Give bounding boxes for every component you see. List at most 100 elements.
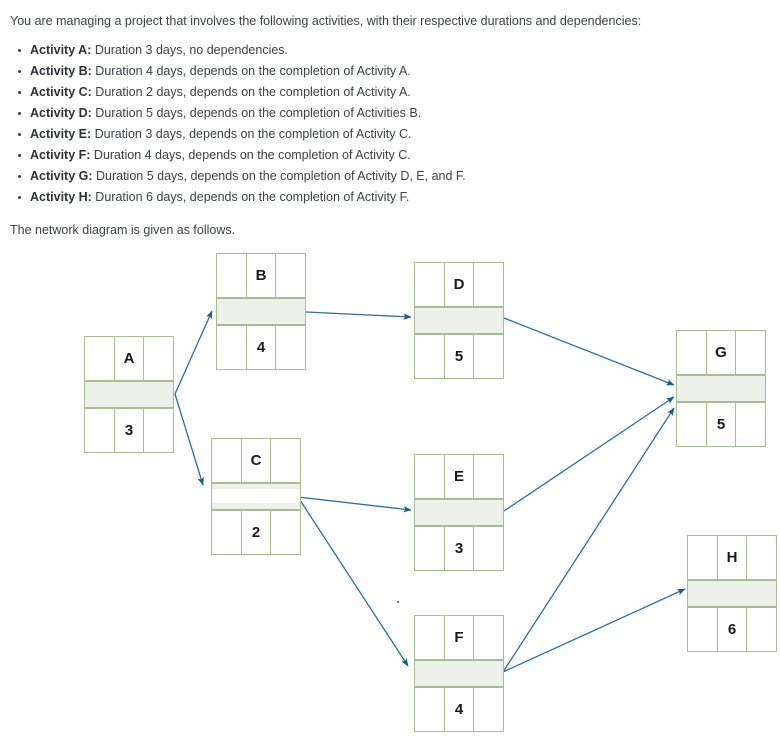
- node-mid-band: [414, 306, 504, 335]
- node-top-row: H: [687, 535, 778, 579]
- node-cell-empty: [271, 511, 302, 555]
- node-top-row: E: [414, 454, 505, 498]
- node-cell-empty: [216, 326, 247, 370]
- edge-layer: [174, 310, 686, 673]
- node-cell-empty: [211, 438, 242, 482]
- activity-detail: Duration 3 days, depends on the completi…: [91, 126, 412, 141]
- node-cell-empty: [474, 688, 505, 732]
- node-label: D: [444, 262, 475, 306]
- node-bottom-row: 4: [216, 326, 307, 370]
- node-top-row: A: [84, 336, 175, 380]
- node-cell-empty: [216, 253, 247, 297]
- activity-name: Activity A:: [30, 42, 92, 57]
- node-duration: 2: [241, 511, 272, 555]
- node-label: B: [246, 253, 277, 297]
- activity-detail: Duration 6 days, depends on the completi…: [91, 189, 410, 204]
- list-item: Activity C: Duration 2 days, depends on …: [18, 83, 780, 104]
- edge-c-to-f: [297, 496, 409, 667]
- node-cell-empty: [144, 336, 175, 380]
- list-item: Activity G: Duration 5 days, depends on …: [18, 167, 780, 188]
- node-bottom-row: 2: [211, 511, 302, 555]
- intro-paragraph: You are managing a project that involves…: [10, 14, 642, 28]
- node-cell-empty: [687, 608, 718, 652]
- node-bottom-row: 5: [414, 335, 505, 379]
- activity-name: Activity F:: [30, 147, 91, 162]
- node-cell-empty: [676, 403, 707, 447]
- node-cell-empty: [474, 335, 505, 379]
- node-top-row: D: [414, 262, 505, 306]
- list-item: Activity B: Duration 4 days, depends on …: [18, 62, 780, 83]
- node-bottom-row: 3: [414, 527, 505, 571]
- node-cell-empty: [676, 330, 707, 374]
- list-item: Activity A: Duration 3 days, no dependen…: [18, 41, 780, 62]
- activity-detail: Duration 4 days, depends on the completi…: [90, 147, 411, 162]
- edge-a-to-b: [174, 310, 213, 395]
- node-cell-empty: [414, 335, 445, 379]
- node-bottom-row: 6: [687, 608, 778, 652]
- node-label: A: [114, 336, 145, 380]
- outro-paragraph: The network diagram is given as follows.: [10, 222, 236, 237]
- node-cell-empty: [414, 454, 445, 498]
- node-duration: 3: [444, 527, 475, 571]
- activity-name: Activity G:: [30, 168, 93, 183]
- list-item: Activity D: Duration 5 days, depends on …: [18, 104, 780, 125]
- node-mid-band: [414, 659, 504, 688]
- list-item: Activity E: Duration 3 days, depends on …: [18, 125, 780, 146]
- node-top-row: B: [216, 253, 307, 297]
- activity-name: Activity C:: [30, 84, 92, 99]
- node-cell-empty: [276, 326, 307, 370]
- activity-name: Activity B:: [30, 63, 92, 78]
- activity-detail: Duration 4 days, depends on the completi…: [91, 63, 411, 78]
- activity-list: Activity A: Duration 3 days, no dependen…: [0, 41, 780, 209]
- node-label: H: [717, 535, 748, 579]
- node-cell-empty: [414, 527, 445, 571]
- edge-f-to-g: [502, 407, 675, 673]
- node-cell-empty: [414, 688, 445, 732]
- node-cell-empty: [747, 608, 778, 652]
- node-cell-empty: [84, 409, 115, 453]
- activity-name: Activity H:: [30, 189, 92, 204]
- activity-detail: Duration 5 days, depends on the completi…: [92, 168, 466, 183]
- node-cell-empty: [211, 511, 242, 555]
- node-cell-empty: [414, 615, 445, 659]
- node-cell-empty: [687, 535, 718, 579]
- node-cell-empty: [474, 262, 505, 306]
- node-cell-empty: [414, 262, 445, 306]
- edge-b-to-d: [305, 311, 412, 320]
- node-cell-empty: [276, 253, 307, 297]
- node-label: F: [444, 615, 475, 659]
- node-cell-empty: [736, 330, 767, 374]
- list-item: Activity H: Duration 6 days, depends on …: [18, 188, 780, 209]
- node-cell-empty: [747, 535, 778, 579]
- activity-name: Activity D:: [30, 105, 92, 120]
- node-label: G: [706, 330, 737, 374]
- node-mid-band: [216, 297, 306, 326]
- edge-e-to-g: [503, 396, 675, 512]
- node-duration: 6: [717, 608, 748, 652]
- node-mid-band: [84, 380, 174, 409]
- activity-detail: Duration 5 days, depends on the completi…: [91, 105, 422, 120]
- node-cell-empty: [736, 403, 767, 447]
- edges-group: [174, 310, 686, 673]
- node-top-row: F: [414, 615, 505, 659]
- activity-name: Activity E:: [30, 126, 92, 141]
- node-label: C: [241, 438, 272, 482]
- node-duration: 5: [706, 403, 737, 447]
- node-bottom-row: 4: [414, 688, 505, 732]
- node-cell-empty: [144, 409, 175, 453]
- node-top-row: G: [676, 330, 767, 374]
- problem-statement: You are managing a project that involves…: [0, 0, 780, 240]
- edge-a-to-c: [174, 393, 204, 486]
- node-mid-band: [211, 482, 301, 511]
- list-item: Activity F: Duration 4 days, depends on …: [18, 146, 780, 167]
- edge-c-to-e: [297, 496, 412, 513]
- node-bottom-row: 3: [84, 409, 175, 453]
- node-mid-band: [676, 374, 766, 403]
